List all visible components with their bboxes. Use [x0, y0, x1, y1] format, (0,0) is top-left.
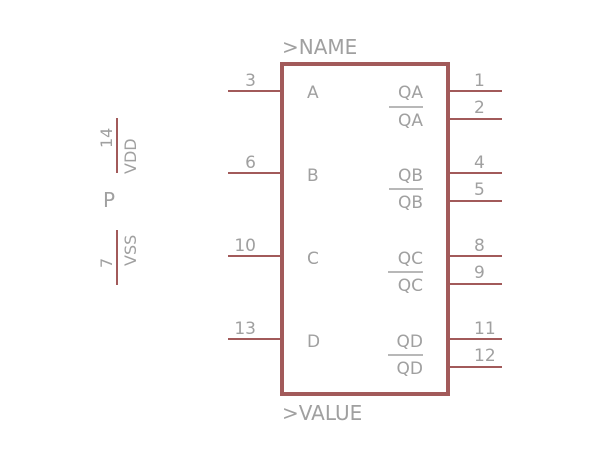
right-pin-qb: 4 QB — [398, 153, 502, 186]
pin-number: 8 — [474, 236, 485, 256]
pin-label: QA — [398, 83, 423, 103]
pin-label: QB — [398, 193, 423, 213]
right-pin-qc-not: 9 QC — [388, 263, 502, 296]
pin-label: QC — [398, 249, 423, 269]
pin-label: QD — [397, 332, 423, 352]
pin-label: A — [307, 83, 319, 103]
pin-number: 14 — [97, 128, 116, 148]
right-pin-qc: 8 QC — [398, 236, 502, 269]
right-pin-qd: 11 QD — [397, 319, 502, 352]
pin-label: C — [307, 249, 319, 269]
left-pin-a: 3 A — [228, 71, 319, 103]
power-vss-pin: 7 VSS — [97, 230, 140, 285]
right-pin-qb-not: 5 QB — [389, 180, 502, 213]
power-part-label: P — [103, 188, 115, 212]
chip-body — [280, 62, 450, 396]
pin-number: 13 — [234, 319, 256, 339]
pin-number: 7 — [97, 258, 116, 268]
pin-number: 11 — [474, 319, 496, 339]
pin-label: D — [307, 332, 320, 352]
pin-number: 5 — [474, 180, 485, 200]
right-pin-qa: 1 QA — [398, 71, 502, 103]
pin-label: QA — [398, 111, 423, 131]
right-pin-qd-not: 12 QD — [388, 346, 502, 379]
pin-number: 12 — [474, 346, 496, 366]
pin-label: VSS — [121, 235, 140, 266]
pin-number: 1 — [474, 71, 485, 91]
pin-number: 4 — [474, 153, 485, 173]
pin-number: 2 — [474, 98, 485, 118]
left-pin-b: 6 B — [228, 153, 319, 186]
pin-label: QD — [397, 359, 423, 379]
symbol-name: >NAME — [282, 35, 357, 59]
power-vdd-pin: 14 VDD — [97, 118, 140, 174]
pin-label: B — [307, 166, 319, 186]
pin-number: 3 — [245, 71, 256, 91]
right-pin-qa-not: 2 QA — [389, 98, 502, 131]
pin-label: VDD — [121, 138, 140, 174]
pin-label: QB — [398, 166, 423, 186]
left-pin-c: 10 C — [228, 236, 319, 269]
symbol-value: >VALUE — [282, 401, 362, 425]
pin-number: 6 — [245, 153, 256, 173]
pin-number: 9 — [474, 263, 485, 283]
pin-label: QC — [398, 276, 423, 296]
pin-number: 10 — [234, 236, 256, 256]
left-pin-d: 13 D — [228, 319, 320, 352]
